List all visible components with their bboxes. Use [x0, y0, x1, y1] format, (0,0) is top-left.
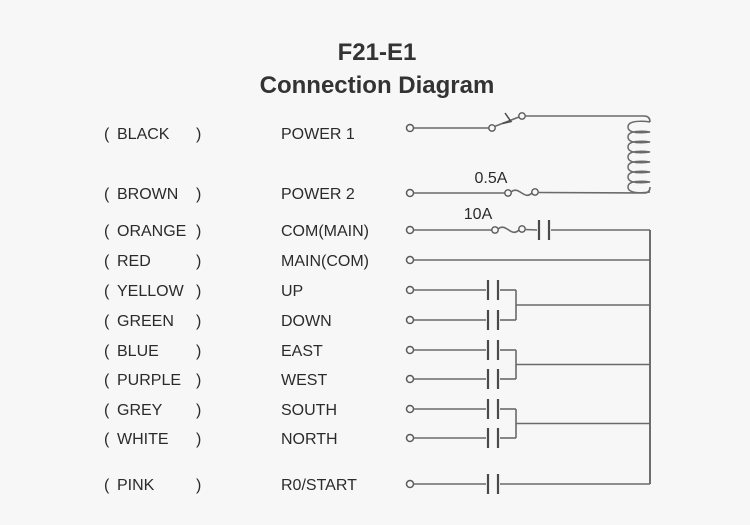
paren-open-2: ( — [104, 223, 110, 240]
function-label-power-2: POWER 2 — [281, 186, 355, 203]
function-label-up: UP — [281, 283, 303, 300]
paren-open-9: ( — [104, 431, 110, 448]
circuit-pair-up-down — [405, 280, 650, 330]
paren-open-3: ( — [104, 253, 110, 270]
wire-color-label-blue: BLUE — [117, 343, 159, 360]
terminal-white[interactable] — [405, 433, 415, 443]
wire-color-label-grey: GREY — [117, 402, 163, 419]
terminal-orange[interactable] — [405, 225, 415, 235]
paren-open-5: ( — [104, 313, 110, 330]
switch-contact-node — [518, 112, 526, 120]
terminal-pink[interactable] — [405, 479, 415, 489]
wire-color-label-orange: ORANGE — [117, 223, 186, 240]
paren-close-2: ) — [196, 223, 201, 240]
fuse-node-right-1 — [518, 225, 526, 233]
wire-color-label-red: RED — [117, 253, 151, 270]
circuit-row-com-main: 10A — [405, 206, 650, 240]
paren-close-8: ) — [196, 402, 201, 419]
paren-open-10: ( — [104, 477, 110, 494]
function-label-east: EAST — [281, 343, 323, 360]
paren-open-4: ( — [104, 283, 110, 300]
function-label-r0-start: R0/START — [281, 477, 357, 494]
coil-inductor — [627, 115, 651, 194]
function-label-down: DOWN — [281, 313, 332, 330]
paren-open-1: ( — [104, 186, 110, 203]
terminal-purple[interactable] — [405, 374, 415, 384]
paren-open-8: ( — [104, 402, 110, 419]
paren-close-0: ) — [196, 126, 201, 143]
switch-pivot-node — [488, 124, 496, 132]
wire-color-label-purple: PURPLE — [117, 372, 181, 389]
paren-close-6: ) — [196, 343, 201, 360]
wire-color-label-pink: PINK — [117, 477, 155, 494]
circuit-pair-south-north — [405, 399, 650, 448]
terminal-brown[interactable] — [405, 188, 415, 198]
wire-color-label-white: WHITE — [117, 431, 169, 448]
wire-color-label-yellow: YELLOW — [117, 283, 185, 300]
fuse-rating-power-2: 0.5A — [475, 170, 508, 187]
function-label-south: SOUTH — [281, 402, 337, 419]
wire-color-label-green: GREEN — [117, 313, 174, 330]
terminal-blue[interactable] — [405, 345, 415, 355]
paren-open-0: ( — [104, 126, 110, 143]
wire-color-label-black: BLACK — [117, 126, 170, 143]
terminal-red[interactable] — [405, 255, 415, 265]
function-label-main-com: MAIN(COM) — [281, 253, 369, 270]
paren-close-5: ) — [196, 313, 201, 330]
terminal-green[interactable] — [405, 315, 415, 325]
fuse-node-left-1 — [491, 226, 499, 234]
circuit-row-power-2: 0.5A — [405, 170, 645, 198]
fuse-node-left-0 — [504, 189, 512, 197]
function-label-west: WEST — [281, 372, 327, 389]
paren-close-9: ) — [196, 431, 201, 448]
paren-close-3: ) — [196, 253, 201, 270]
fuse-node-right-0 — [531, 188, 539, 196]
circuit-pair-east-west — [405, 340, 650, 389]
terminal-yellow[interactable] — [405, 285, 415, 295]
function-label-power-1: POWER 1 — [281, 126, 355, 143]
wire-color-label-brown: BROWN — [117, 186, 178, 203]
circuit-row-main-com — [405, 255, 650, 265]
function-label-com-main: COM(MAIN) — [281, 223, 369, 240]
circuit-row-power-1 — [405, 112, 644, 133]
fuse-rating-main: 10A — [464, 206, 493, 223]
paren-close-10: ) — [196, 477, 201, 494]
paren-close-4: ) — [196, 283, 201, 300]
paren-close-7: ) — [196, 372, 201, 389]
page-title-line1: F21-E1 — [338, 39, 417, 66]
terminal-black[interactable] — [405, 123, 415, 133]
paren-open-6: ( — [104, 343, 110, 360]
circuit-row-r0-start — [405, 474, 650, 494]
paren-close-1: ) — [196, 186, 201, 203]
paren-open-7: ( — [104, 372, 110, 389]
function-label-north: NORTH — [281, 431, 338, 448]
page-title-line2: Connection Diagram — [260, 72, 495, 99]
terminal-grey[interactable] — [405, 404, 415, 414]
